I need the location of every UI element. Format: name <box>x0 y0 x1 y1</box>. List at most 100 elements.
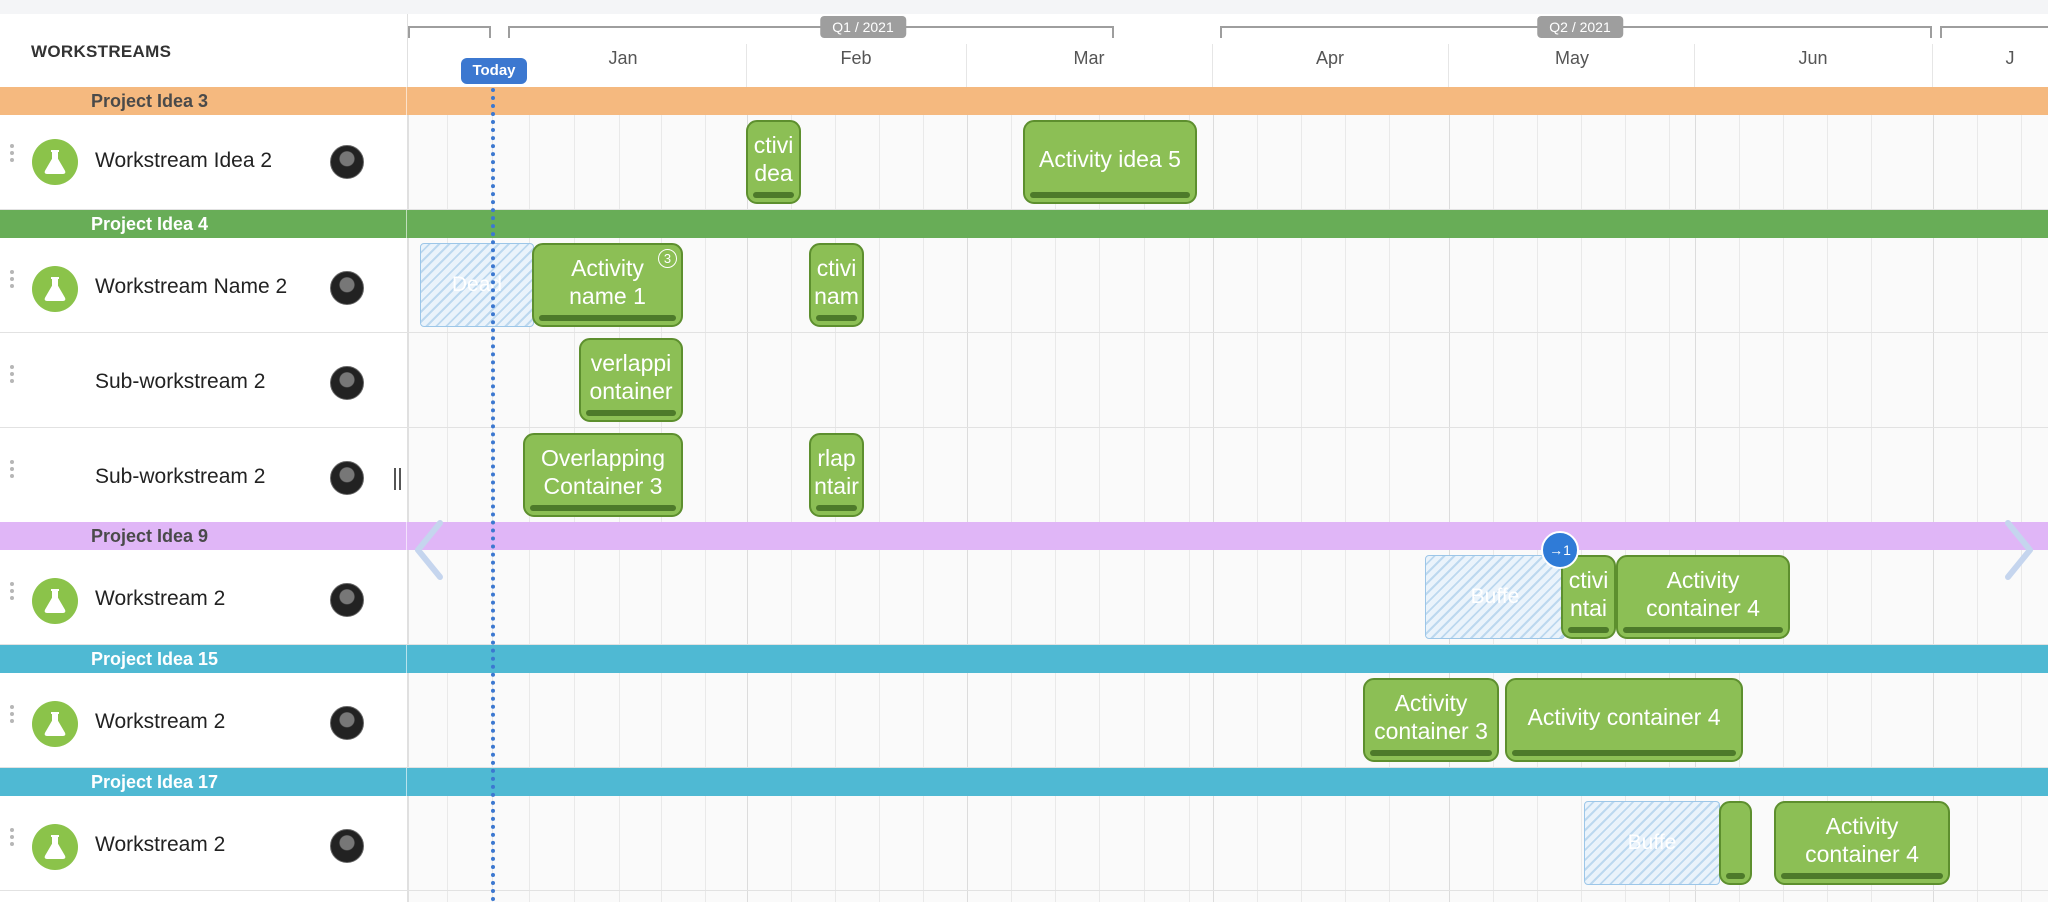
activity-bar[interactable]: Activity container 4 <box>1505 678 1743 762</box>
project-label: Project Idea 17 <box>91 772 219 792</box>
grid-line <box>1301 87 1302 902</box>
month-divider <box>1694 44 1695 87</box>
month-label-may: May <box>1554 48 1590 68</box>
grid-line <box>1011 87 1012 902</box>
workstream-name[interactable]: Sub-workstream 2 <box>95 465 266 488</box>
workstream-name[interactable]: Workstream 2 <box>95 710 226 733</box>
grid-line <box>1871 87 1872 902</box>
workstream-name[interactable]: Sub-workstream 2 <box>95 370 266 393</box>
grid-line <box>1493 87 1494 902</box>
grid-line <box>1345 87 1346 902</box>
grid-line <box>967 87 968 902</box>
panel-resize-handle[interactable] <box>394 468 404 490</box>
workstream-row: Workstream 2 <box>0 796 2048 891</box>
avatar[interactable] <box>330 366 364 400</box>
month-label-jan: Jan <box>608 48 638 68</box>
grid-line <box>1669 87 1670 902</box>
activity-bar[interactable]: Activity name 1 3 <box>532 243 683 327</box>
workstream-row: Sub-workstream 2 <box>0 428 2048 523</box>
grid-line <box>1055 87 1056 902</box>
workstream-name[interactable]: Workstream 2 <box>95 833 226 856</box>
month-divider <box>966 44 967 87</box>
chevron-right-icon[interactable] <box>2000 515 2040 585</box>
drag-handle-icon[interactable] <box>10 460 14 481</box>
drag-handle-icon[interactable] <box>10 270 14 291</box>
project-band-project-idea-17[interactable]: Project Idea 17 <box>0 768 2048 796</box>
activity-bar[interactable]: Overlapping Container 3 <box>523 433 683 517</box>
workstream-name[interactable]: Workstream 2 <box>95 587 226 610</box>
grid-line <box>1695 87 1696 902</box>
today-line <box>491 80 495 902</box>
workstream-name[interactable]: Workstream Name 2 <box>95 275 288 298</box>
dependency-badge[interactable]: →1 <box>1541 531 1579 569</box>
grid-line <box>1783 87 1784 902</box>
month-divider <box>746 44 747 87</box>
grid-line <box>1257 87 1258 902</box>
avatar[interactable] <box>330 706 364 740</box>
activity-bar[interactable]: Activity container 4 <box>1616 555 1790 639</box>
project-band-project-idea-3[interactable]: Project Idea 3 <box>0 87 2048 115</box>
flask-icon <box>32 139 78 185</box>
top-strip <box>0 0 2048 15</box>
avatar[interactable] <box>330 461 364 495</box>
activity-bar[interactable]: verlappi ontainer <box>579 338 683 422</box>
month-divider <box>1212 44 1213 87</box>
project-label: Project Idea 15 <box>91 649 219 669</box>
activity-bar[interactable]: ctivi nam <box>809 243 864 327</box>
workstreams-title: WORKSTREAMS <box>31 42 172 61</box>
project-label: Project Idea 4 <box>91 214 209 234</box>
project-band-project-idea-9[interactable]: Project Idea 9 <box>0 522 2048 550</box>
month-label-jul: J <box>2005 48 2015 68</box>
avatar[interactable] <box>330 829 364 863</box>
grid-line <box>705 87 706 902</box>
grid-line <box>2021 87 2022 902</box>
grid-line <box>1189 87 1190 902</box>
quarter-bracket-next <box>1940 26 2048 38</box>
month-divider <box>1932 44 1933 87</box>
drag-handle-icon[interactable] <box>10 582 14 603</box>
avatar[interactable] <box>330 271 364 305</box>
ghost-activity[interactable]: Dead <box>420 243 534 327</box>
grid-line <box>1099 87 1100 902</box>
month-divider <box>1448 44 1449 87</box>
grid-line <box>1144 87 1145 902</box>
grid-line <box>1977 87 1978 902</box>
activity-bar[interactable]: Activity idea 5 <box>1023 120 1197 204</box>
activity-bar[interactable]: ctivi dea <box>746 120 801 204</box>
quarter-bracket-q1 <box>508 26 1114 38</box>
ghost-activity[interactable]: Buffe <box>1584 801 1720 885</box>
workstream-row: Workstream 2 <box>0 550 2048 645</box>
chevron-left-icon[interactable] <box>408 515 448 585</box>
flask-icon <box>32 578 78 624</box>
workstream-row: Sub-workstream 2 <box>0 333 2048 428</box>
today-badge[interactable]: Today <box>461 58 527 84</box>
avatar[interactable] <box>330 145 364 179</box>
grid-line <box>1389 87 1390 902</box>
month-label-feb: Feb <box>840 48 872 68</box>
ghost-activity[interactable]: Buffe <box>1425 555 1565 639</box>
flask-icon <box>32 701 78 747</box>
grid-line <box>1933 87 1934 902</box>
grid-line <box>1449 87 1450 902</box>
project-band-project-idea-4[interactable]: Project Idea 4 <box>0 210 2048 238</box>
month-label-mar: Mar <box>1073 48 1105 68</box>
drag-handle-icon[interactable] <box>10 828 14 849</box>
activity-bar[interactable]: Activity container 4 <box>1774 801 1950 885</box>
activity-bar[interactable]: rlap ntair <box>809 433 864 517</box>
project-band-project-idea-15[interactable]: Project Idea 15 <box>0 645 2048 673</box>
count-badge: 3 <box>658 249 677 268</box>
drag-handle-icon[interactable] <box>10 365 14 386</box>
grid-line <box>1827 87 1828 902</box>
avatar[interactable] <box>330 583 364 617</box>
grid-line <box>1739 87 1740 902</box>
activity-bar[interactable]: ctivi ntai <box>1561 555 1616 639</box>
drag-handle-icon[interactable] <box>10 705 14 726</box>
activity-bar[interactable] <box>1719 801 1752 885</box>
workstream-name[interactable]: Workstream Idea 2 <box>95 149 273 172</box>
drag-handle-icon[interactable] <box>10 144 14 165</box>
quarter-bracket-prev <box>408 26 491 38</box>
activity-bar[interactable]: Activity container 3 <box>1363 678 1499 762</box>
quarter-label-q2: Q2 / 2021 <box>1537 16 1623 38</box>
project-label: Project Idea 9 <box>91 526 209 546</box>
quarter-label-q1: Q1 / 2021 <box>820 16 906 38</box>
